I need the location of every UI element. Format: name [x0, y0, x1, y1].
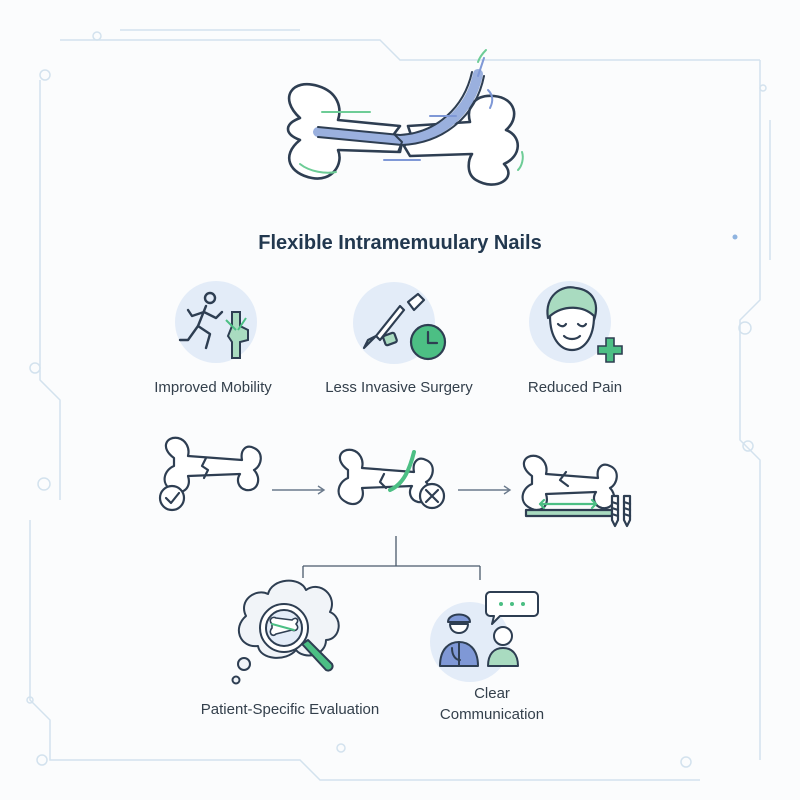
benefit-label-mobility: Improved Mobility [154, 379, 272, 396]
consideration-label-evaluation: Patient-Specific Evaluation [201, 701, 379, 718]
process-arrow-1 [272, 485, 326, 495]
calm-face-plus-icon [529, 281, 623, 363]
accent-dot [732, 234, 738, 240]
process-arrow-2 [458, 485, 512, 495]
running-person-knee-icon [175, 281, 257, 363]
benefit-label-pain: Reduced Pain [528, 379, 622, 396]
decorative-frame [26, 29, 771, 781]
bone-nail-insertion-x-icon [337, 448, 446, 510]
consideration-label-communication-line2: Communication [440, 706, 544, 723]
consideration-label-communication-line1: Clear [474, 685, 510, 702]
thought-bubble-magnifier-bone-icon [231, 579, 340, 685]
plus-icon [597, 337, 623, 363]
connector-lines [302, 536, 481, 580]
hero-accent-lines [299, 49, 524, 174]
scalpel-clock-icon [353, 282, 447, 364]
doctor-patient-chat-icon [430, 591, 539, 682]
bone-plate-screws-icon [521, 454, 632, 528]
benefit-label-surgery: Less Invasive Surgery [325, 379, 473, 396]
page-title: Flexible Intramemuulary Nails [258, 232, 541, 254]
fractured-bone-check-icon [158, 436, 262, 512]
hero-bone-nail-icon [286, 69, 520, 186]
